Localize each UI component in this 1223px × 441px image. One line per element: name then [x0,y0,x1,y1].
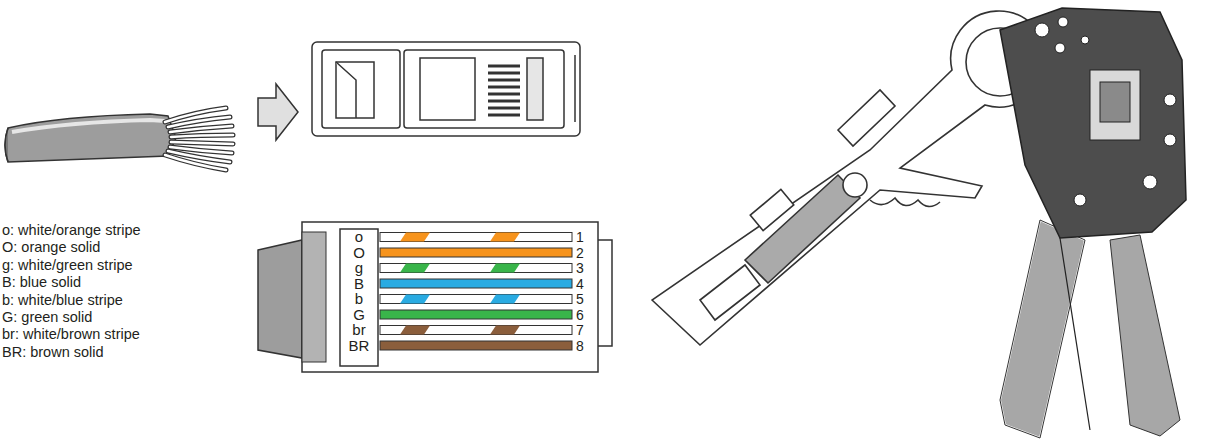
striped-wire [380,264,572,273]
solid-wire [380,279,572,288]
solid-wire [380,248,572,257]
wire-stripe [490,264,520,273]
wire-stripe [400,264,430,273]
pin-number: 3 [576,260,584,276]
legend-text: G: green solid [2,309,92,326]
contact [488,79,520,82]
pin-number: 2 [576,245,584,261]
solid-wire [380,341,572,350]
wire-code: g [340,260,378,276]
contact [488,72,520,75]
stripper-tool [652,11,1047,345]
connector-diagram [258,222,612,372]
wire-code: O [340,245,378,261]
legend-text: BR: brown solid [2,344,104,361]
legend-text: br: white/brown stripe [2,326,140,343]
striped-wire [380,326,572,335]
contact [488,100,520,103]
wire-stripe [400,326,430,335]
wire-code: BR [340,338,378,354]
arrow [258,84,298,140]
striped-wire [380,295,572,304]
wires [380,233,572,351]
wire-stripe [490,326,520,335]
crimper-tool [1000,8,1186,438]
wire-code: b [340,291,378,307]
wire-stripe [490,295,520,304]
pin-number: 6 [576,307,584,323]
wire-stripe [400,233,430,242]
contact [488,65,520,68]
cable [5,108,233,170]
plug-contacts [488,66,520,115]
contact [488,86,520,89]
legend-text: g: white/green stripe [2,257,133,274]
pin-number: 4 [576,276,584,292]
solid-wire [380,310,572,319]
wire-code: G [340,307,378,323]
contact [488,114,520,117]
contact [488,93,520,96]
wire-code: o [340,229,378,245]
pin-number: 7 [576,322,584,338]
legend-text: B: blue solid [2,274,81,291]
rj45-plug [312,42,580,136]
legend-text: o: white/orange stripe [2,222,141,239]
legend-text: b: white/blue stripe [2,292,123,309]
wire-code: B [340,276,378,292]
contact [488,107,520,110]
wire-code: br [340,322,378,338]
wire-stripe [400,295,430,304]
pin-number: 8 [576,338,584,354]
legend-text: O: orange solid [2,239,100,256]
striped-wire [380,233,572,242]
wire-stripe [490,233,520,242]
pin-number: 1 [576,229,584,245]
pin-number: 5 [576,291,584,307]
